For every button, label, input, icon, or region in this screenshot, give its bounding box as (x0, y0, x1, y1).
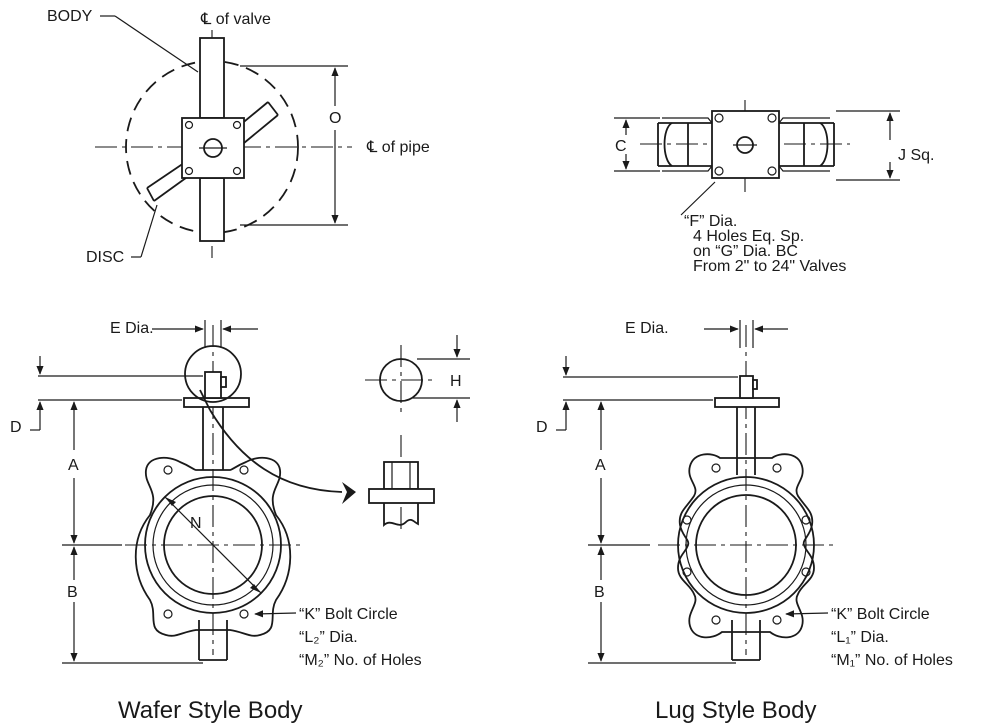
lug-e-label: E Dia. (625, 320, 669, 337)
top-view: BODY ℄ of valve ℄ of pipe O DISC (47, 8, 430, 266)
body-leader-line (114, 15, 199, 73)
f-note: “F” Dia. 4 Holes Eq. Sp. on “G” Dia. BC … (684, 213, 846, 275)
flange-view: C J Sq. “F” Dia. 4 Holes Eq. Sp. on “G” … (614, 100, 934, 275)
top-view-stem-lower (199, 177, 225, 242)
lug-note: “K” Bolt Circle “L₁” Dia. “M₁” No. of Ho… (831, 606, 953, 669)
n-dimension-line (164, 496, 262, 594)
lug-note-line: “M₁” No. of Holes (831, 652, 953, 669)
body-label: BODY (47, 8, 93, 25)
stem-detail-upper (383, 461, 419, 490)
lug-stem-key (752, 379, 758, 390)
wafer-e-label: E Dia. (110, 320, 154, 337)
wafer-d-label: D (10, 419, 22, 436)
n-label: N (190, 515, 202, 532)
wafer-note: “K” Bolt Circle “L₂” Dia. “M₂” No. of Ho… (299, 606, 422, 669)
lug-top-flange (714, 397, 780, 408)
f-note-line: on “G” Dia. BC (693, 243, 798, 260)
top-view-bolt-hole (232, 166, 242, 176)
wafer-caption: Wafer Style Body (118, 697, 303, 724)
top-view-stem-upper (199, 37, 225, 119)
wafer-body-ring-inner (163, 495, 263, 595)
lug-note-leader (785, 610, 829, 618)
top-view-flange-plate (181, 117, 245, 179)
lug-hole (772, 463, 782, 473)
wafer-body-ring-outer (144, 476, 282, 614)
h-label: H (450, 373, 462, 390)
wafer-style-body: N E Dia. D A B “K” Bolt Circle “L₂” Dia.… (10, 320, 422, 724)
n-arrowhead (165, 497, 176, 506)
wafer-detail-arrowhead (342, 482, 356, 504)
lug-caption: Lug Style Body (655, 697, 816, 724)
wafer-lug-hole (163, 465, 173, 475)
top-view-bolt-hole (184, 120, 194, 130)
wafer-a-label: A (68, 457, 79, 474)
lug-body-ring-outer (677, 476, 815, 614)
o-label: O (329, 110, 341, 127)
lug-hole (682, 567, 692, 577)
wafer-note-line: “K” Bolt Circle (299, 606, 398, 623)
wafer-detail-circle (184, 345, 242, 403)
flange-view-bolt-hole (767, 113, 777, 123)
wafer-note-line: “L₂” Dia. (299, 629, 358, 646)
top-view-bolt-hole (184, 166, 194, 176)
lug-b-label: B (594, 584, 605, 601)
stem-detail-flange (368, 488, 435, 504)
wafer-detail-arrow (209, 409, 343, 493)
f-note-line: “F” Dia. (684, 213, 737, 230)
c-label: C (615, 138, 627, 155)
flange-view-right-body (778, 117, 835, 172)
stem-detail: H (365, 335, 470, 530)
wafer-stem (204, 371, 222, 399)
lug-hole (801, 515, 811, 525)
wafer-detail-arrow (199, 389, 211, 411)
lug-body-ring-middle (685, 484, 807, 606)
cl-valve-label: ℄ of valve (200, 11, 271, 28)
lug-hole (772, 615, 782, 625)
lug-stem (739, 375, 754, 399)
wafer-note-leader (254, 610, 297, 618)
flange-view-bolt-hole (714, 113, 724, 123)
f-note-line: From 2" to 24" Valves (693, 258, 846, 275)
f-leader-line (680, 181, 716, 216)
lug-hole (711, 615, 721, 625)
j-label: J Sq. (898, 147, 934, 164)
wafer-body-ring-middle (152, 484, 274, 606)
wafer-lug-hole (163, 609, 173, 619)
flange-view-bolt-hole (767, 166, 777, 176)
lug-a-label: A (595, 457, 606, 474)
lug-note-line: “L₁” Dia. (831, 629, 889, 646)
flange-view-bolt-hole (714, 166, 724, 176)
disc-leader-line (140, 204, 158, 258)
wafer-body-outline (134, 456, 292, 637)
lug-d-label: D (536, 419, 548, 436)
wafer-note-line: “M₂” No. of Holes (299, 652, 422, 669)
f-note-line: 4 Holes Eq. Sp. (693, 228, 804, 245)
stem-detail-lower (383, 503, 419, 527)
wafer-stem-key (220, 376, 227, 388)
lug-note-line: “K” Bolt Circle (831, 606, 930, 623)
n-arrowhead (250, 584, 261, 593)
disc-label: DISC (86, 249, 124, 266)
lug-style-body: E Dia. D A B “K” Bolt Circle “L₁” Dia. “… (536, 320, 953, 724)
top-view-bolt-hole (232, 120, 242, 130)
flange-view-left-body (657, 117, 713, 172)
lug-hole (801, 567, 811, 577)
lug-body-ring-inner (695, 494, 797, 596)
lug-hole (711, 463, 721, 473)
cl-pipe-label: ℄ of pipe (366, 139, 430, 156)
wafer-lug-hole (239, 609, 249, 619)
wafer-b-label: B (67, 584, 78, 601)
lug-body-outline (677, 453, 815, 639)
lug-hole (682, 515, 692, 525)
wafer-lug-hole (239, 465, 249, 475)
